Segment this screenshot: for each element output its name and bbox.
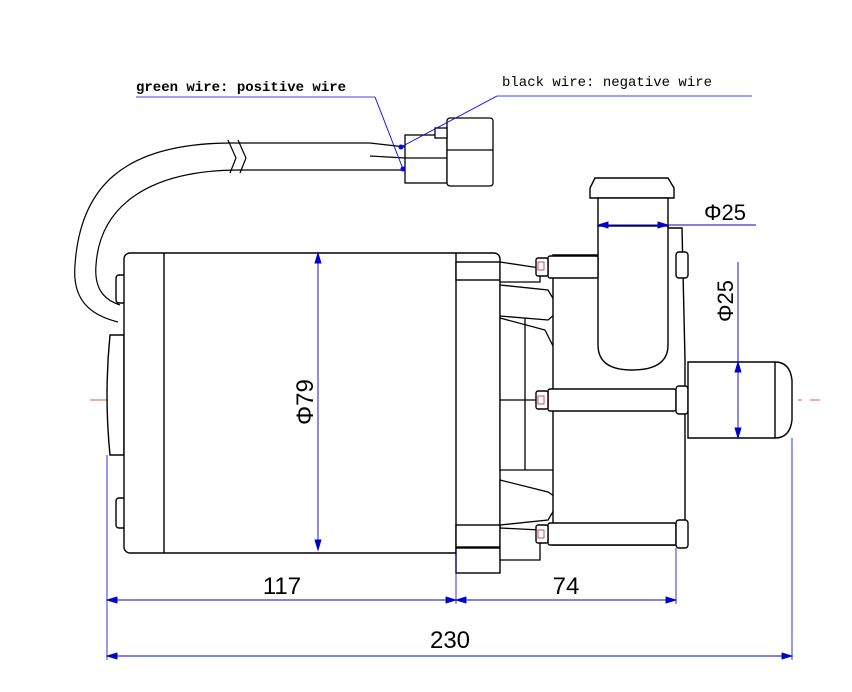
- dim-motor-length: [105, 596, 458, 604]
- outlet-diameter-label: Φ25: [704, 200, 746, 225]
- black-wire-pointer: [398, 95, 752, 150]
- green-wire-pointer: [136, 96, 406, 172]
- dim-inlet-diameter: [734, 262, 742, 440]
- total-length-label: 230: [430, 627, 470, 654]
- dim-motor-diameter: [314, 251, 322, 552]
- pump-head: [535, 177, 793, 549]
- pump-length-label: 74: [553, 573, 580, 600]
- dim-outlet-diameter: [596, 221, 756, 229]
- dim-pump-length: [454, 596, 678, 604]
- dim-total-length: [105, 652, 794, 660]
- black-wire-label: black wire: negative wire: [502, 75, 712, 91]
- cable: [74, 139, 406, 323]
- motor-diameter-label: Φ79: [292, 379, 319, 425]
- wire-connector: [404, 117, 494, 187]
- motor-body: [106, 252, 501, 574]
- adapter-bracket: [499, 261, 561, 561]
- green-wire-label: green wire: positive wire: [136, 80, 346, 96]
- dim-extension-lines: [106, 438, 793, 660]
- bolt-markers: [537, 261, 545, 539]
- motor-length-label: 117: [263, 573, 301, 600]
- inlet-diameter-label: Φ25: [713, 280, 738, 322]
